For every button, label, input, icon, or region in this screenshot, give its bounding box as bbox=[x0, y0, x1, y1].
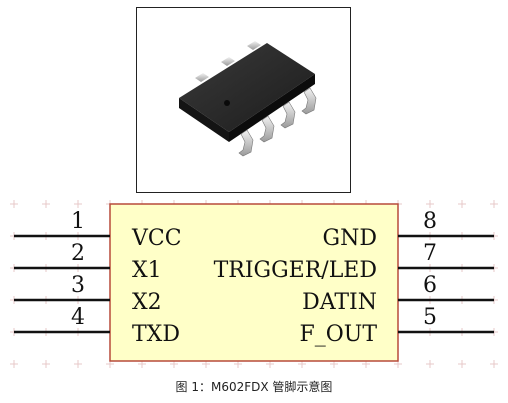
pin-5: 5 F_OUT bbox=[299, 305, 494, 347]
chip-photo-frame bbox=[136, 7, 351, 193]
pin-3: 3 X2 bbox=[14, 273, 162, 315]
pin-2: 2 X1 bbox=[14, 241, 162, 283]
back-pins bbox=[195, 41, 261, 82]
pin-7-number: 7 bbox=[423, 241, 437, 266]
pin-6-label: DATIN bbox=[302, 290, 377, 315]
pin-1-label: VCC bbox=[131, 226, 182, 251]
pin-7: 7 TRIGGER/LED bbox=[214, 241, 494, 283]
soic8-package-illustration bbox=[179, 41, 317, 157]
pin-3-label: X2 bbox=[132, 290, 162, 315]
pin-8-label: GND bbox=[323, 226, 377, 251]
pin-3-number: 3 bbox=[71, 273, 85, 298]
pin-4-label: TXD bbox=[132, 322, 180, 347]
front-pins bbox=[238, 87, 317, 157]
pin-4: 4 TXD bbox=[14, 305, 180, 347]
pin-2-label: X1 bbox=[132, 258, 162, 283]
pin-1-number: 1 bbox=[71, 209, 85, 234]
right-pin-group: 8 GND 7 TRIGGER/LED 6 DATIN 5 F_OUT bbox=[214, 209, 494, 347]
pin-5-number: 5 bbox=[423, 305, 437, 330]
pin-2-number: 2 bbox=[71, 241, 85, 266]
pin-4-number: 4 bbox=[71, 305, 85, 330]
pin-7-label: TRIGGER/LED bbox=[214, 258, 377, 283]
pin-5-label: F_OUT bbox=[299, 322, 377, 347]
pin-1: 1 VCC bbox=[14, 209, 182, 251]
pin-8-number: 8 bbox=[423, 209, 437, 234]
chip-body-left-side bbox=[179, 98, 229, 142]
pinout-schematic: 1 VCC 2 X1 3 X2 4 TXD 8 GND 7 TRIGGER/L bbox=[10, 200, 498, 368]
pin-6-number: 6 bbox=[423, 273, 437, 298]
chip-body-front-side bbox=[229, 74, 315, 142]
left-pin-group: 1 VCC 2 X1 3 X2 4 TXD bbox=[14, 209, 182, 347]
figure-caption: 图 1：M602FDX 管脚示意图 bbox=[175, 380, 333, 394]
chip-body-top bbox=[179, 43, 315, 132]
chip-body bbox=[109, 203, 399, 362]
pin-8: 8 GND bbox=[323, 209, 494, 251]
pin-6: 6 DATIN bbox=[302, 273, 494, 315]
pin1-marker bbox=[224, 100, 230, 106]
